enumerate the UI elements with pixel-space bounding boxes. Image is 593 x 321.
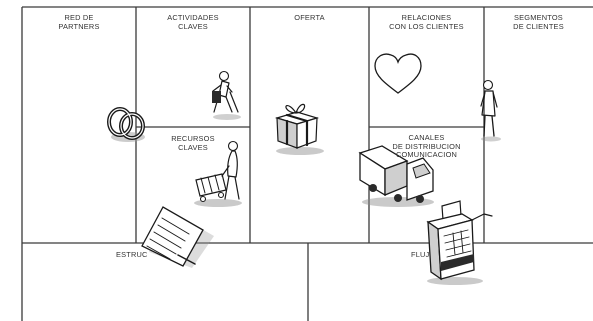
- customer-segments-title: SEGMENTOS DE CLIENTES: [484, 14, 593, 31]
- value-proposition-title: OFERTA: [250, 14, 369, 23]
- cost-structure-title-text: ESTRUC: [116, 250, 148, 259]
- channels-title-line3: COMUNICACION: [369, 151, 484, 160]
- value-proposition-title-line1: OFERTA: [250, 14, 369, 23]
- customer-relationships-title: RELACIONES CON LOS CLIENTES: [369, 14, 484, 31]
- key-partners-title-line2: PARTNERS: [22, 23, 136, 32]
- customer-relationships-title-line2: CON LOS CLIENTES: [369, 23, 484, 32]
- worker-icon: [212, 72, 241, 121]
- cost-structure-title: ESTRUC: [116, 251, 176, 260]
- gift-box-icon: [276, 104, 324, 155]
- customer-segments-title-line2: DE CLIENTES: [484, 23, 593, 32]
- key-resources-title: RECURSOS CLAVES: [136, 135, 250, 152]
- revenue-streams-title-text: FLUJ: [411, 250, 429, 259]
- revenue-streams-title: FLUJ: [411, 251, 441, 260]
- channels-title: CANALES DE DISTRIBUCION COMUNICACION: [369, 134, 484, 160]
- key-partners-title: RED DE PARTNERS: [22, 14, 136, 31]
- heart-icon: [375, 54, 421, 93]
- canvas-grid: [22, 7, 593, 321]
- key-resources-title-line2: CLAVES: [136, 144, 250, 153]
- key-activities-title: ACTIVIDADES CLAVES: [136, 14, 250, 31]
- key-activities-title-line2: CLAVES: [136, 23, 250, 32]
